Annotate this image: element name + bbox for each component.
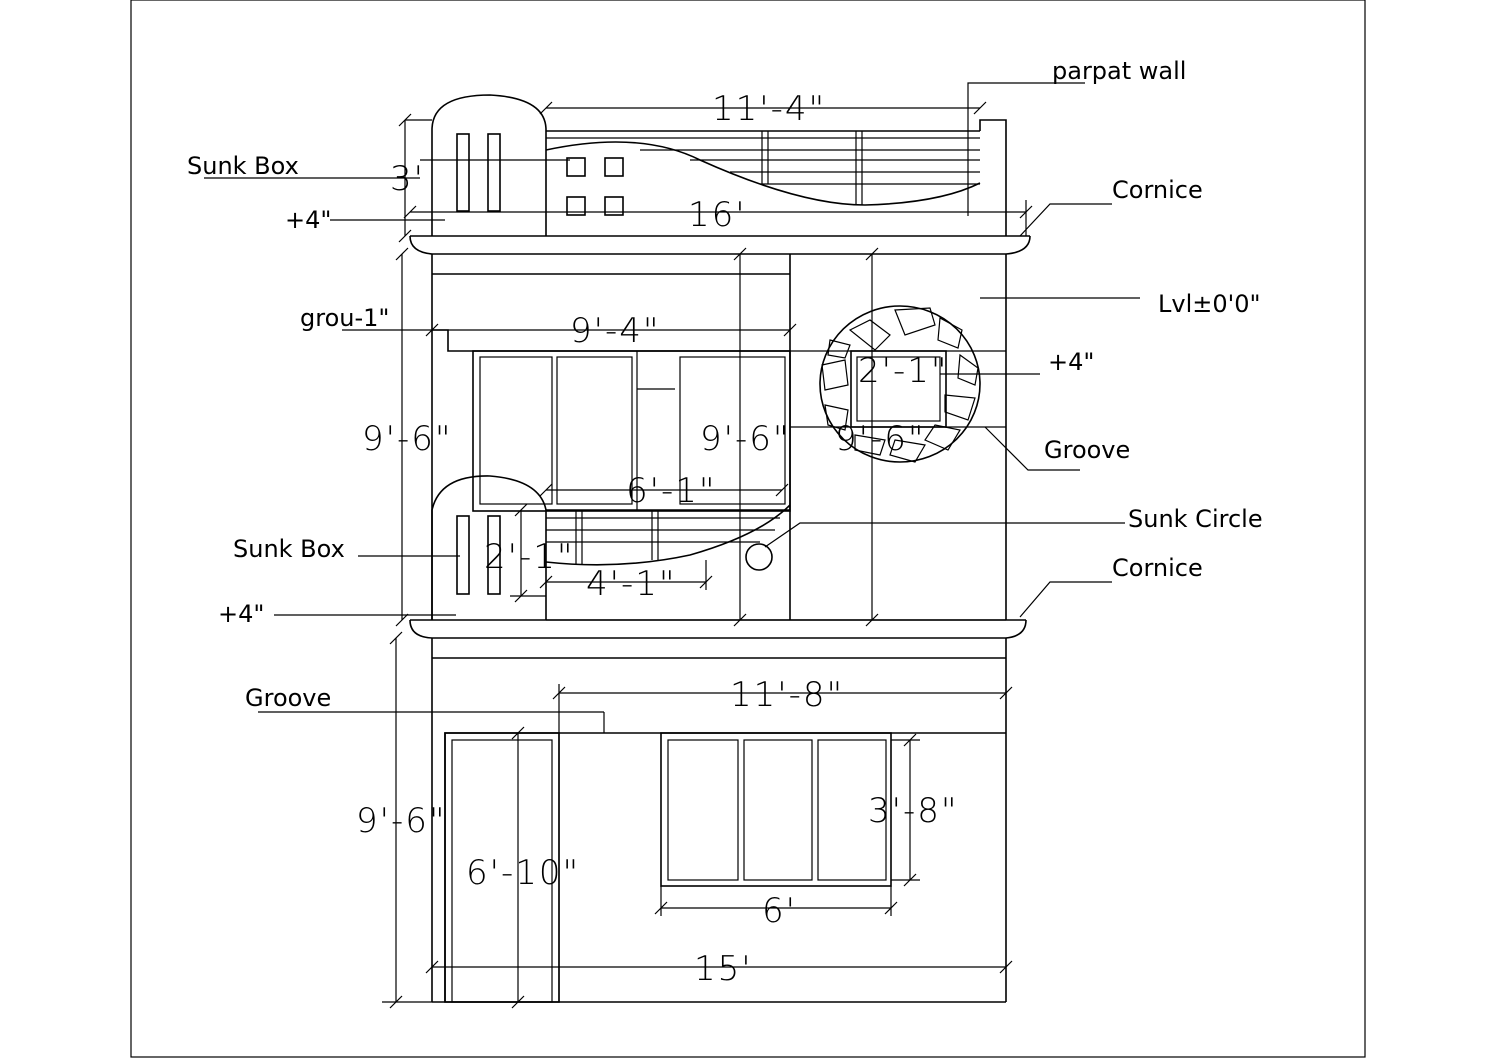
dim-plus-right: +4" xyxy=(1048,348,1094,376)
dim-first-height-left: 9'-6" xyxy=(362,419,453,459)
label-cornice-top: Cornice xyxy=(1112,176,1203,204)
dim-balcony-width: 6'-1" xyxy=(626,471,717,511)
dimension-lines xyxy=(382,101,1033,1009)
dim-balcony-rail: 4'-1" xyxy=(586,564,677,604)
leader-lines xyxy=(204,82,1140,713)
dim-window-width: 6' xyxy=(762,891,797,931)
sunk-circle xyxy=(745,543,773,571)
dim-balcony-height: 2'-1" xyxy=(484,537,575,577)
vent-square-1 xyxy=(566,157,586,177)
dim-top-plus: +4" xyxy=(285,206,331,234)
label-sunk-box-mid: Sunk Box xyxy=(233,535,345,563)
balcony-slot-1 xyxy=(456,515,470,595)
parapet-level xyxy=(409,94,1031,255)
dim-first-width: 9'-4" xyxy=(570,311,661,351)
first-floor xyxy=(409,254,1027,639)
dim-first-height-mid: 9'-6" xyxy=(700,419,791,459)
dim-top-overall: 16' xyxy=(688,195,747,235)
dim-top-height: 3' xyxy=(390,159,425,199)
dim-mid-plus: +4" xyxy=(218,600,264,628)
label-sunk-circle: Sunk Circle xyxy=(1128,505,1263,533)
dim-ground-overall: 15' xyxy=(694,949,753,989)
label-groove-ground: Groove xyxy=(245,684,331,712)
dim-door-height: 6'-10" xyxy=(466,853,580,893)
vent-square-3 xyxy=(566,196,586,216)
dim-ground-height: 9'-6" xyxy=(356,801,447,841)
sunk-box-slot-2 xyxy=(487,133,501,212)
dim-ground-width: 11'-8" xyxy=(730,675,844,715)
label-groove-upper: grou-1" xyxy=(300,304,389,332)
label-cornice-mid: Cornice xyxy=(1112,554,1203,582)
label-sunk-box-top: Sunk Box xyxy=(187,152,299,180)
balcony-slot-2 xyxy=(487,515,501,595)
vent-square-2 xyxy=(604,157,624,177)
dim-box-width: 2'-1" xyxy=(858,351,949,391)
dim-circle-height: 9'-6" xyxy=(835,419,926,459)
drawing-frame xyxy=(130,0,1366,1058)
vent-square-4 xyxy=(604,196,624,216)
dim-top-width: 11'-4" xyxy=(712,89,826,129)
parapet-arch-left xyxy=(431,94,547,236)
label-level: Lvl±0'0" xyxy=(1158,290,1261,318)
sunk-box-slot-1 xyxy=(456,133,470,212)
stone-ellipse xyxy=(819,305,981,463)
first-floor-window xyxy=(472,350,791,512)
dim-window-height: 3'-8" xyxy=(868,791,959,831)
label-parapet-wall: parpat wall xyxy=(1052,57,1186,85)
balcony-arch xyxy=(431,475,547,620)
ground-floor-window xyxy=(660,732,892,887)
label-groove-right: Groove xyxy=(1044,436,1130,464)
